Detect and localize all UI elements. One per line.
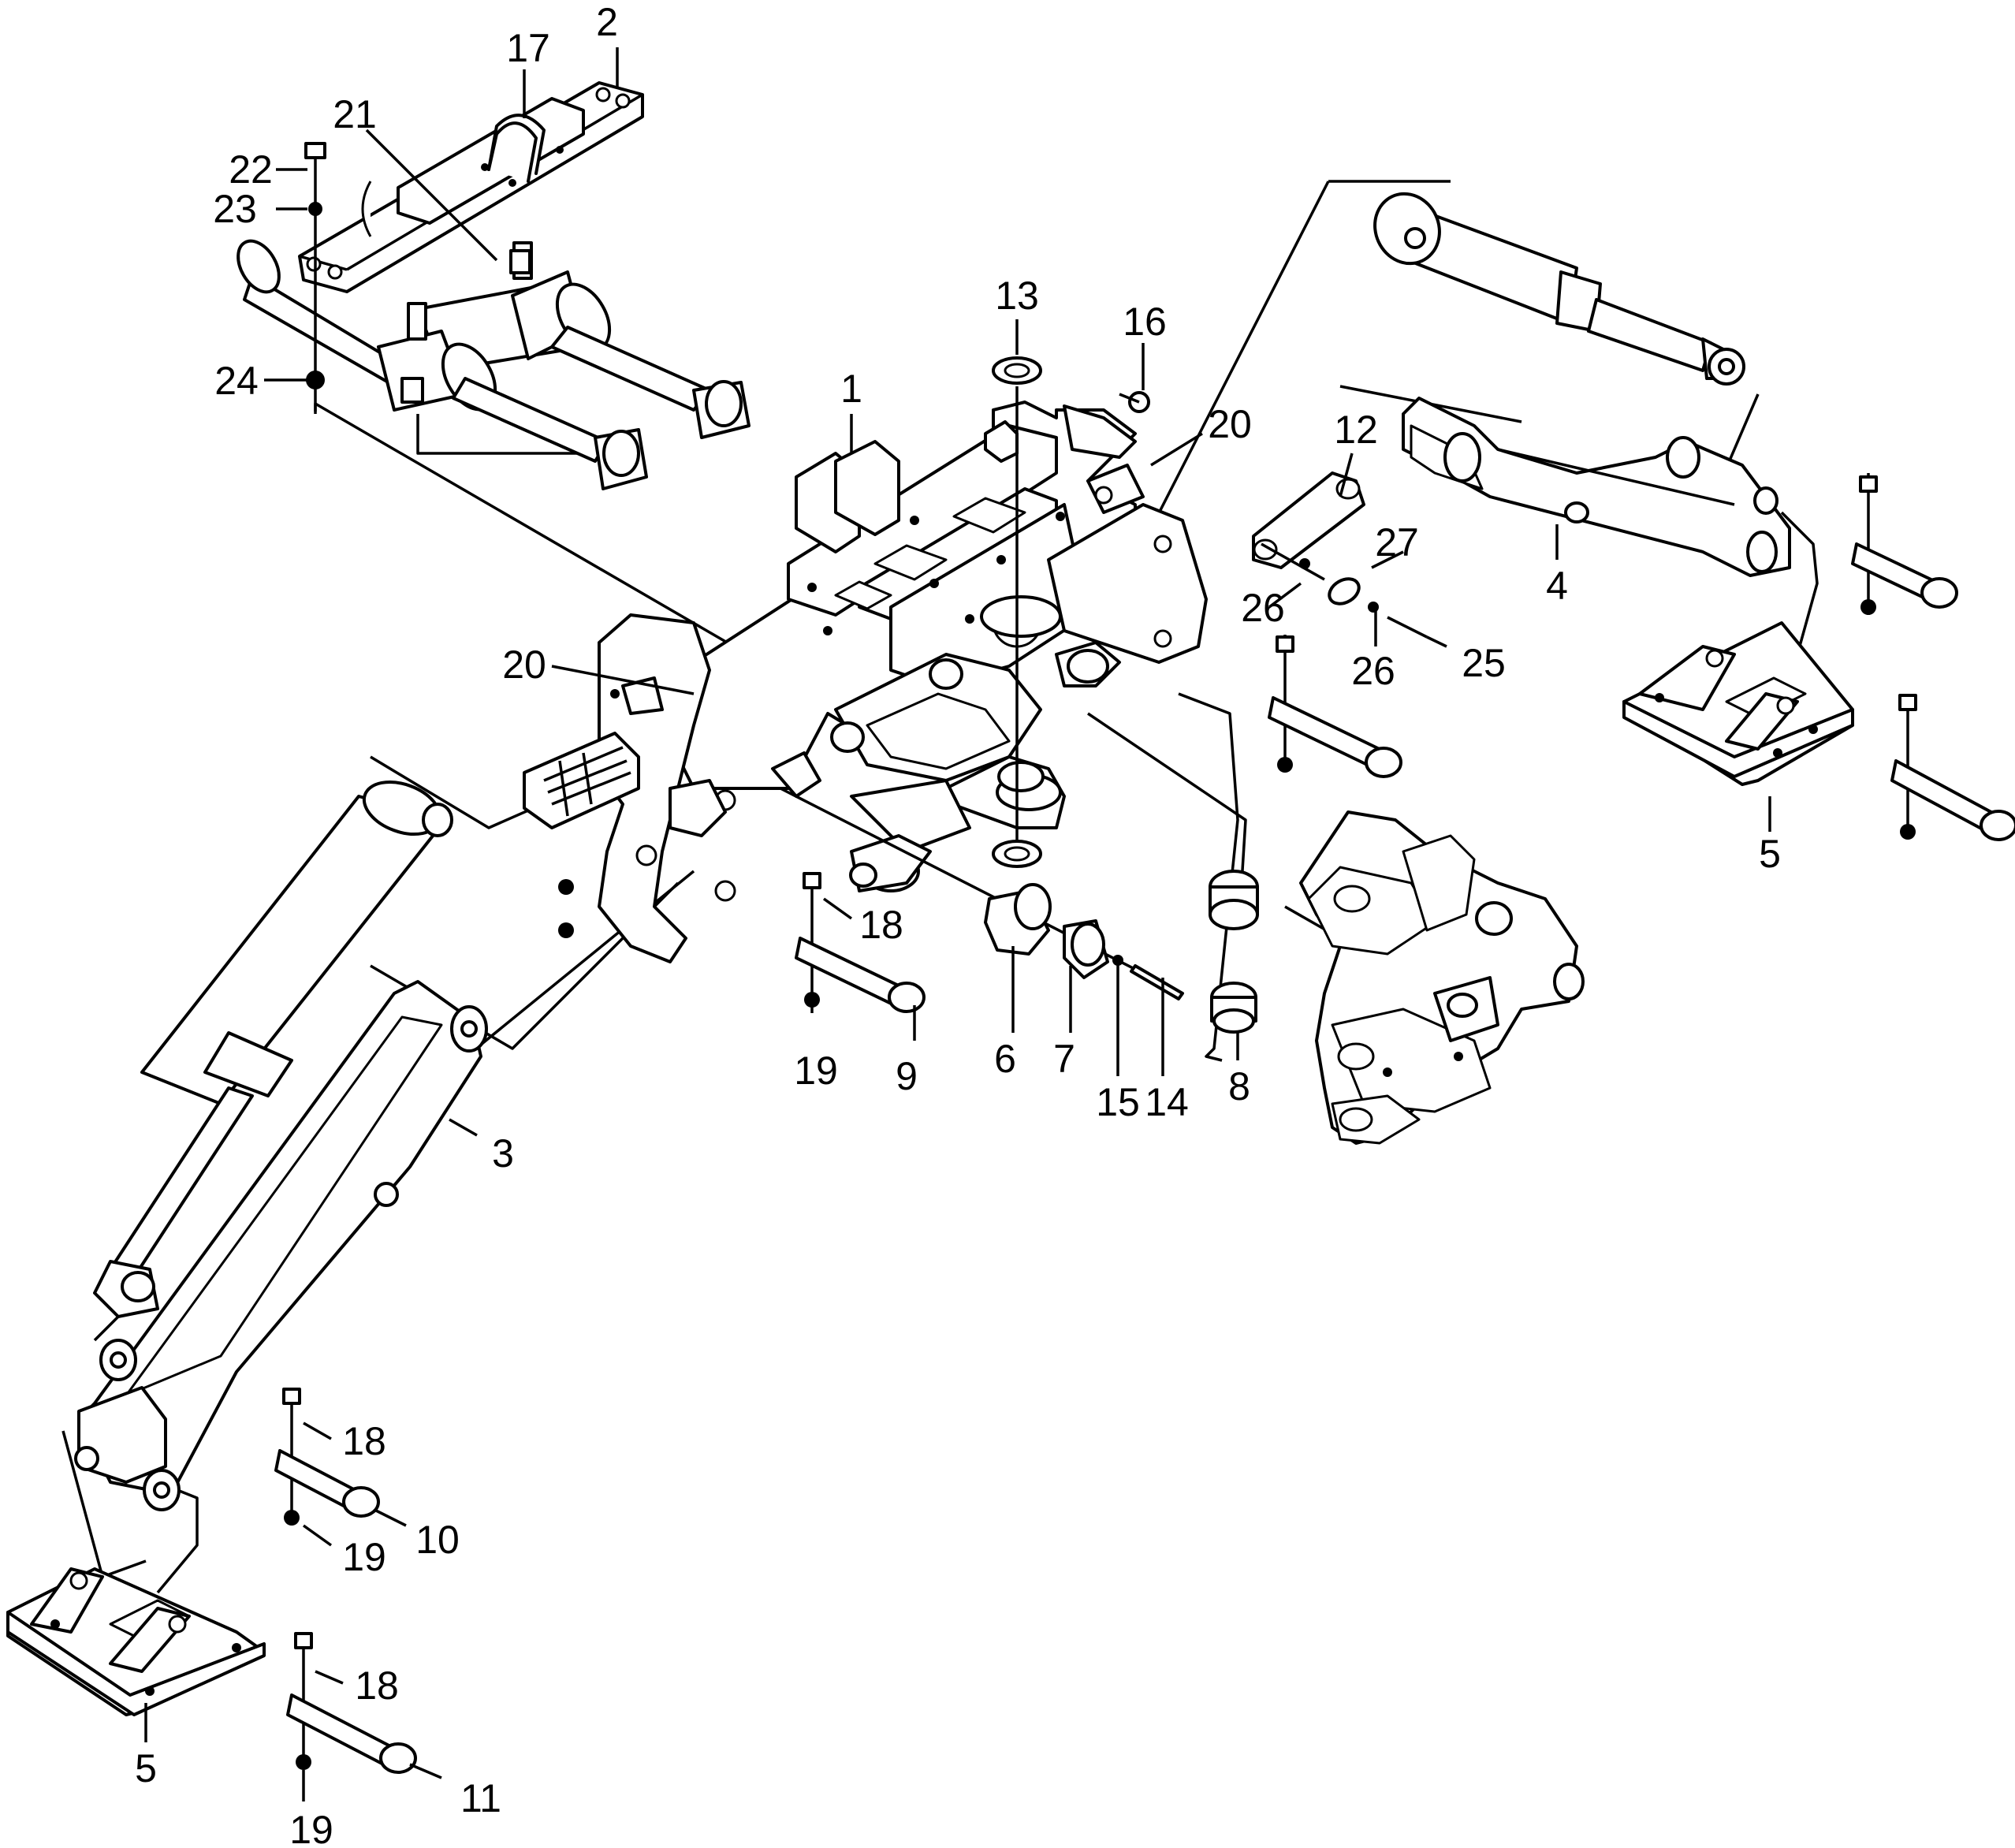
callout-20-left: 20 (502, 643, 546, 687)
right-pins (1268, 473, 2015, 841)
callout-8: 8 (1228, 1064, 1250, 1108)
callout-26-right: 26 (1351, 649, 1395, 693)
callout-19-lower: 19 (342, 1535, 386, 1579)
callout-5-right: 5 (1759, 832, 1781, 876)
lower-left-cylinder (93, 781, 453, 1318)
part-3-lower-arm (74, 980, 488, 1511)
callout-18-bottom: 18 (355, 1664, 399, 1708)
callout-23: 23 (213, 187, 257, 231)
part-5-lower-plate (6, 1567, 266, 1716)
callout-20-top: 20 (1208, 402, 1252, 446)
callout-2: 2 (596, 0, 618, 44)
part-1-main-frame (669, 401, 1137, 892)
callout-6: 6 (994, 1037, 1016, 1081)
callout-5-lower: 5 (135, 1746, 157, 1790)
callout-17: 17 (506, 26, 550, 70)
callout-16: 16 (1123, 300, 1167, 344)
callout-4: 4 (1546, 564, 1568, 608)
callout-12: 12 (1334, 408, 1378, 452)
callout-19-mid: 19 (794, 1049, 838, 1093)
leader-lines (144, 47, 1771, 1801)
pivot-bracket (1047, 464, 1208, 687)
callout-18-lower: 18 (342, 1419, 386, 1463)
part-12-link (1252, 471, 1428, 639)
callout-26-left: 26 (1241, 586, 1285, 630)
callout-14: 14 (1145, 1080, 1189, 1124)
part-8-collars (1209, 870, 1259, 1034)
callout-25: 25 (1462, 641, 1506, 685)
pedal (523, 732, 640, 829)
callout-27: 27 (1375, 520, 1419, 564)
part-4-right-arm (1402, 397, 1791, 577)
callout-15: 15 (1096, 1080, 1140, 1124)
washers (992, 356, 1150, 868)
callout-1: 1 (840, 367, 862, 411)
callout-18-mid: 18 (859, 903, 903, 947)
callout-labels: 1 2 17 21 22 23 24 13 16 20 12 27 26 26 … (135, 0, 1781, 1848)
bolt-22-23-24 (304, 142, 326, 414)
part-5-right-plate (1622, 621, 1854, 786)
callout-13: 13 (995, 274, 1039, 318)
lower-left-pins (274, 872, 926, 1774)
callout-21: 21 (333, 92, 377, 136)
callout-19-bottom: 19 (289, 1808, 333, 1848)
callout-7: 7 (1053, 1037, 1075, 1081)
callout-10: 10 (415, 1518, 460, 1562)
callout-24: 24 (214, 359, 259, 403)
callout-9: 9 (896, 1054, 918, 1098)
bushing-group (780, 787, 1184, 1000)
callout-22: 22 (229, 147, 273, 192)
callout-3: 3 (492, 1131, 514, 1175)
callout-11: 11 (460, 1776, 501, 1820)
part-17-u-bolt (487, 121, 538, 274)
upper-right-cylinder (1373, 192, 1745, 386)
axle-carrier (1299, 810, 1585, 1145)
